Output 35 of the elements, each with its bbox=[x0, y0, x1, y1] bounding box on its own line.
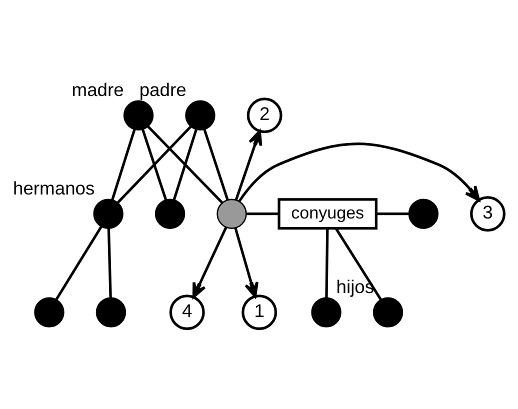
connector bbox=[172, 128, 198, 200]
arrow bbox=[234, 227, 258, 298]
connector bbox=[111, 128, 136, 200]
node-circle: 3 bbox=[470, 196, 506, 232]
node-label: hijos bbox=[336, 275, 374, 296]
connector bbox=[141, 128, 168, 200]
connector bbox=[246, 212, 279, 215]
node-circle bbox=[372, 296, 404, 327]
connector bbox=[55, 225, 102, 300]
connector bbox=[325, 228, 329, 298]
node-circle bbox=[311, 296, 342, 327]
node-circle bbox=[185, 100, 216, 130]
node-circle: 1 bbox=[242, 294, 278, 330]
node-circle: 2 bbox=[246, 97, 282, 133]
node-label: padre bbox=[139, 78, 186, 100]
node-circle bbox=[216, 198, 247, 228]
node-circle bbox=[123, 100, 154, 130]
arrow bbox=[192, 226, 228, 298]
node-circle bbox=[93, 198, 124, 228]
connector bbox=[147, 125, 223, 203]
node-circle: 4 bbox=[169, 294, 205, 330]
node-circle bbox=[34, 296, 64, 327]
arrow bbox=[234, 129, 262, 200]
node-circle bbox=[408, 198, 439, 228]
node-box: conyuges bbox=[278, 198, 378, 230]
connector bbox=[203, 128, 229, 200]
connector bbox=[334, 227, 382, 300]
connector bbox=[107, 228, 112, 298]
node-circle bbox=[154, 198, 186, 228]
connector bbox=[116, 125, 192, 203]
node-label: madre bbox=[72, 78, 124, 100]
node-circle bbox=[96, 296, 126, 327]
connector bbox=[376, 212, 409, 215]
arrow bbox=[238, 142, 480, 202]
node-label: hermanos bbox=[12, 176, 95, 198]
